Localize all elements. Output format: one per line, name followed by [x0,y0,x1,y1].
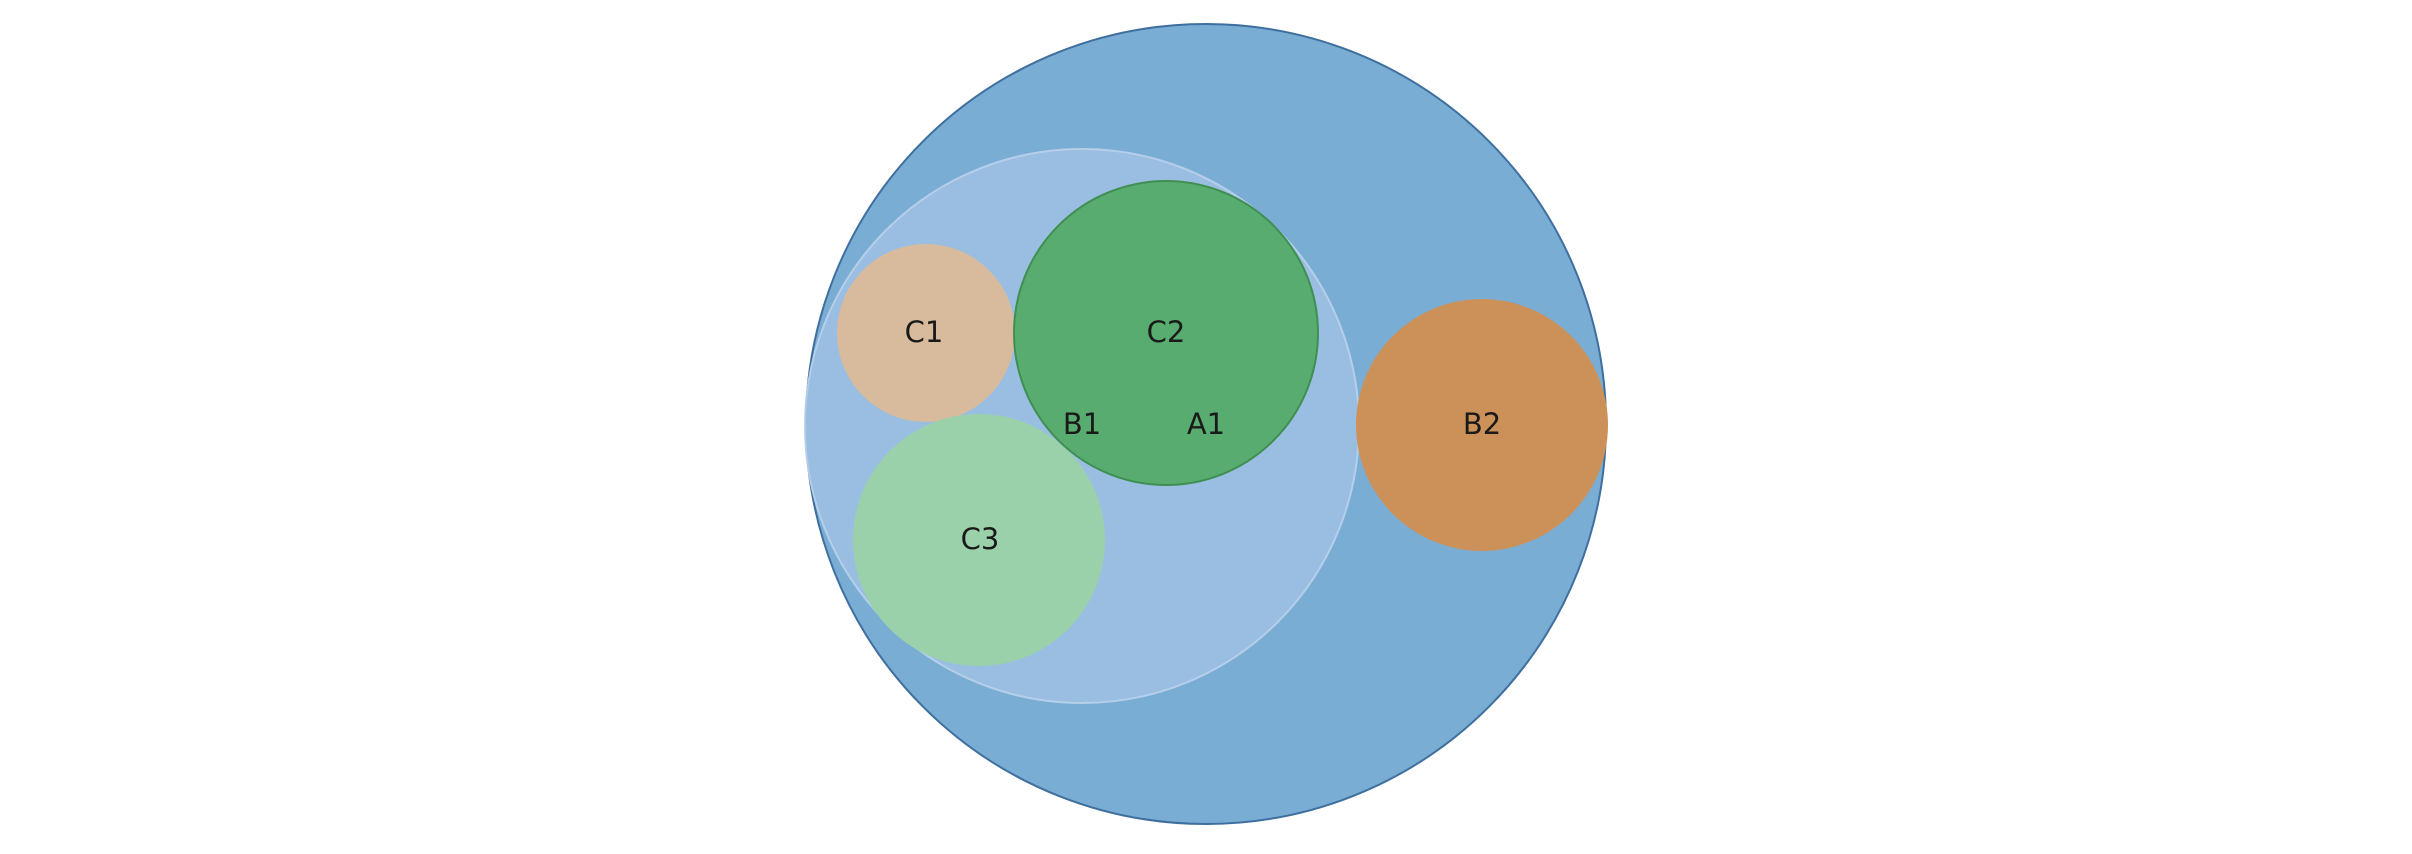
label-c3: C3 [961,522,1000,556]
circle-b2 [1356,299,1608,551]
label-b1: B1 [1063,407,1101,441]
label-c1: C1 [905,315,944,349]
label-c2: C2 [1147,315,1186,349]
circle-c2 [1013,180,1319,486]
label-b2: B2 [1463,407,1501,441]
circle-c3 [853,414,1105,666]
circle-c1 [837,244,1015,422]
label-a1: A1 [1187,407,1225,441]
